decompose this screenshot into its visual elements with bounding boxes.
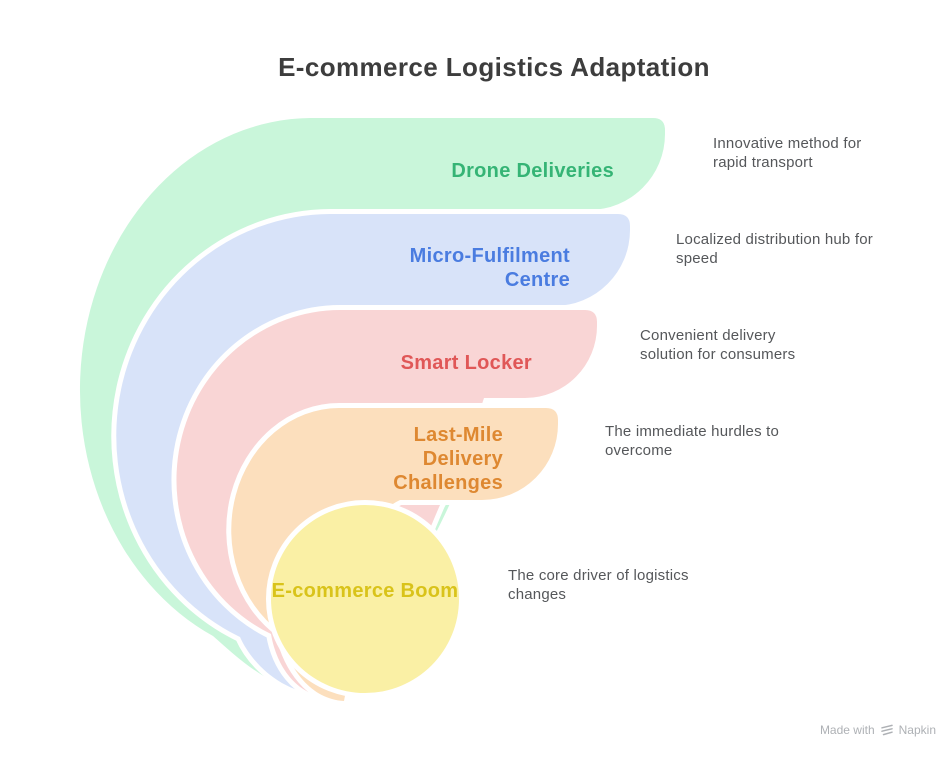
page-title: E-commerce Logistics Adaptation bbox=[278, 52, 710, 82]
layer-label-drone-deliveries: Drone Deliveries bbox=[451, 160, 614, 182]
layer-label-ecommerce-boom: E-commerce Boom bbox=[271, 580, 459, 602]
napkin-logo-icon bbox=[880, 724, 893, 736]
layer-description-last-mile-delivery-challenges: The immediate hurdles to overcome bbox=[605, 423, 780, 459]
layer-label-smart-locker: Smart Locker bbox=[400, 352, 532, 374]
napkin-brand-text: Napkin bbox=[898, 723, 936, 737]
made-with-napkin-watermark: Made with Napkin bbox=[820, 723, 936, 737]
layer-description-drone-deliveries: Innovative method for rapid transport bbox=[713, 135, 862, 171]
layer-description-smart-locker: Convenient delivery solution for consume… bbox=[640, 327, 796, 363]
layer-label-last-mile-delivery-challenges: Last-Mile Delivery Challenges bbox=[393, 424, 503, 494]
made-with-text: Made with bbox=[819, 723, 875, 737]
layer-description-micro-fulfilment-centre: Localized distribution hub for speed bbox=[676, 231, 873, 267]
layer-description-ecommerce-boom: The core driver of logistics changes bbox=[508, 567, 689, 603]
layer-label-micro-fulfilment-centre: Micro-Fulfilment Centre bbox=[409, 245, 570, 291]
layer-shape-ecommerce-boom bbox=[266, 500, 464, 698]
